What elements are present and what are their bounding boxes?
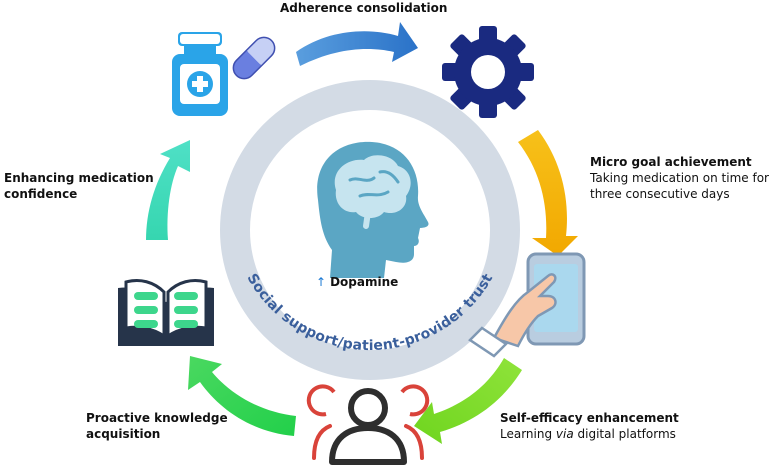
- label-proactive-knowledge: Proactive knowledge acquisition: [86, 410, 266, 442]
- arrow-confidence: [146, 140, 190, 240]
- self-efficacy-subtitle: Learning via digital platforms: [500, 427, 676, 441]
- label-adherence-consolidation: Adherence consolidation: [280, 0, 500, 16]
- arrow-adherence: [296, 22, 418, 66]
- brain-head-icon: [317, 141, 429, 278]
- medicine-bottle-icon: [172, 32, 228, 116]
- trust-ring: [220, 80, 520, 380]
- gear-icon: [442, 26, 534, 118]
- up-arrow-icon: ↑: [316, 275, 327, 289]
- confidence-title: Enhancing medication confidence: [4, 171, 154, 201]
- pill-icon: [232, 36, 276, 80]
- dopamine-text: Dopamine: [330, 275, 399, 289]
- proactive-title: Proactive knowledge acquisition: [86, 411, 228, 441]
- dopamine-label: ↑Dopamine: [316, 274, 398, 290]
- label-medication-confidence: Enhancing medication confidence: [4, 170, 154, 202]
- adherence-title: Adherence consolidation: [280, 1, 448, 15]
- smartphone-touch-icon: [468, 252, 586, 358]
- arrow-proactive: [188, 356, 296, 436]
- self-efficacy-title: Self-efficacy enhancement: [500, 411, 679, 425]
- people-icon: [306, 384, 430, 465]
- arrow-micro-goal: [518, 130, 578, 256]
- open-book-icon: [118, 278, 214, 346]
- micro-goal-subtitle: Taking medication on time for three cons…: [590, 171, 769, 201]
- label-micro-goal: Micro goal achievement Taking medication…: [590, 154, 771, 202]
- arrow-self-efficacy: [414, 358, 522, 444]
- micro-goal-title: Micro goal achievement: [590, 155, 752, 169]
- label-self-efficacy: Self-efficacy enhancement Learning via d…: [500, 410, 720, 442]
